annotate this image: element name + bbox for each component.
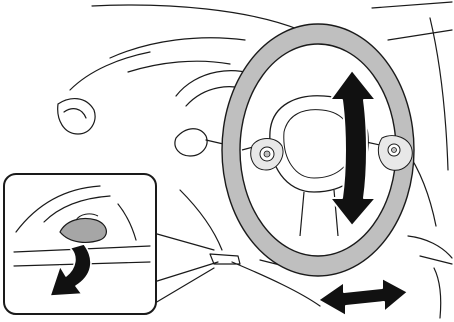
right-spoke-switches: [378, 136, 412, 171]
steering-wheel: [222, 24, 414, 276]
telescopic-arrow-icon: [318, 278, 408, 316]
lever-detail-inset: [4, 174, 156, 314]
